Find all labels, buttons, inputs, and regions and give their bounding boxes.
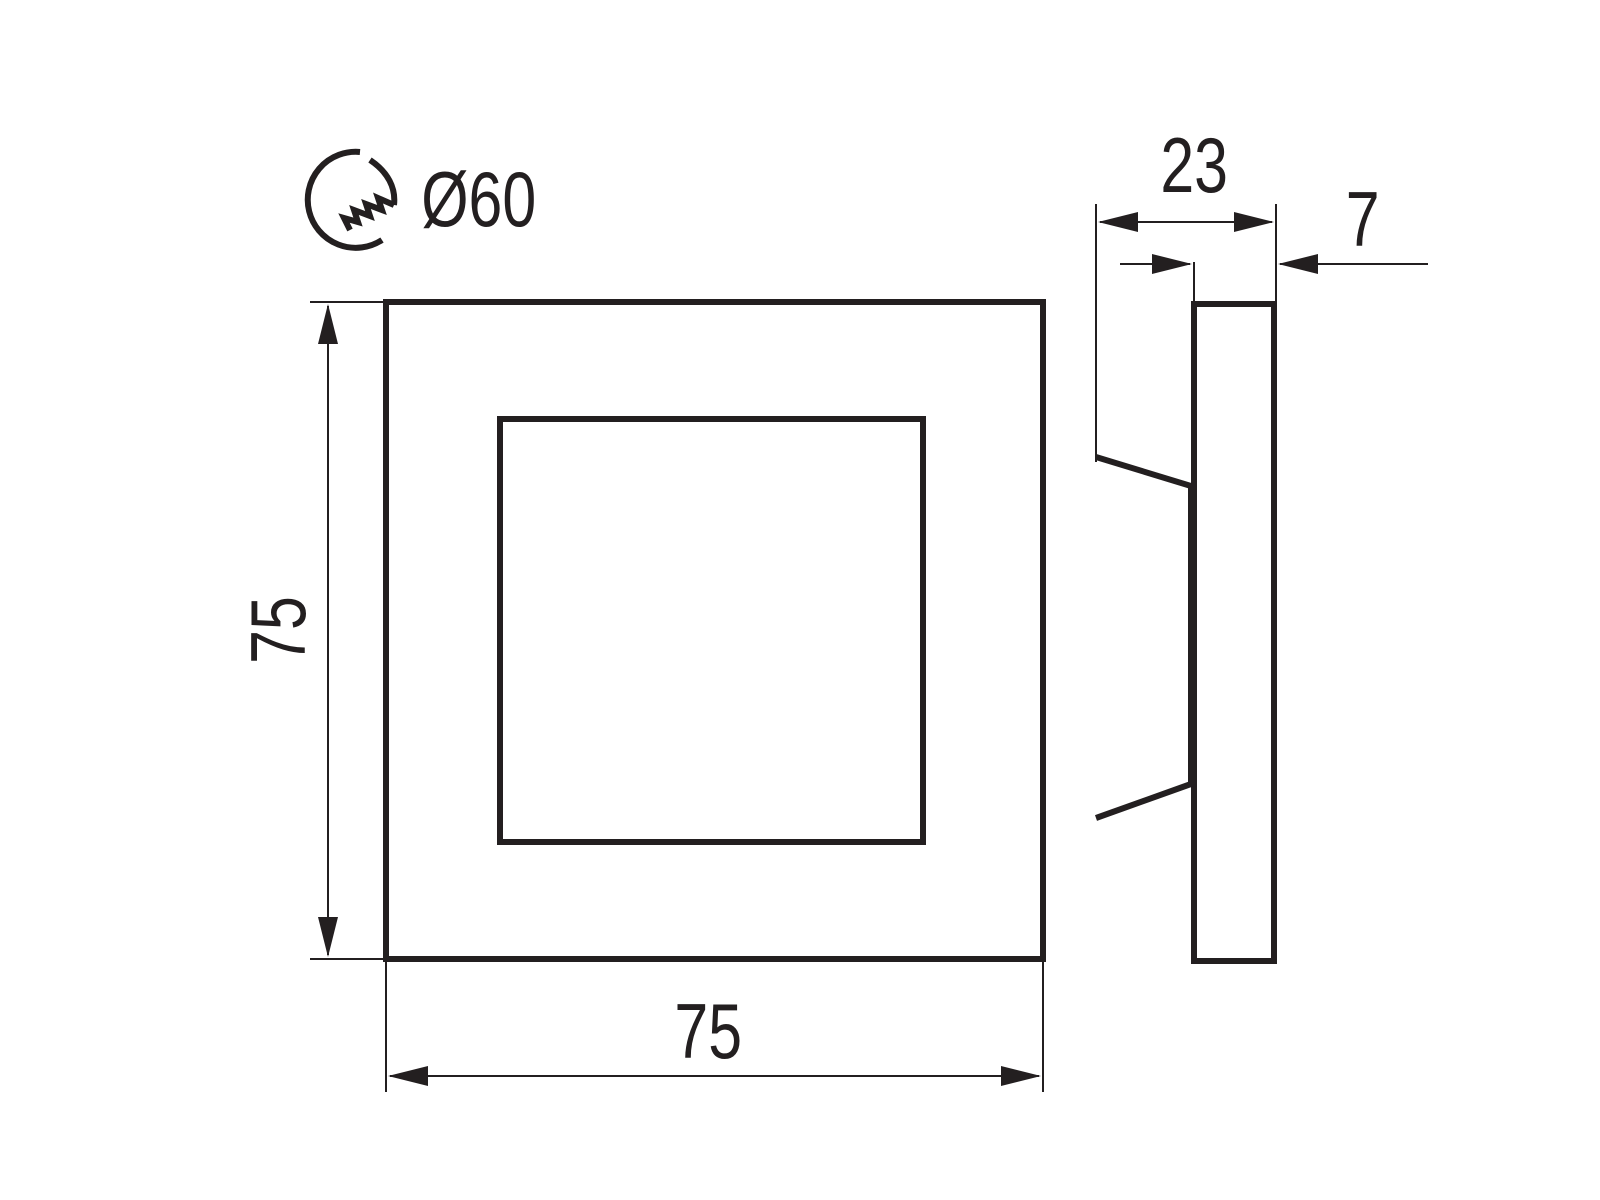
outer-frame [383,299,1046,962]
plate-thickness-value: 7 [1346,176,1380,263]
depth-dimension: 23 [1098,122,1274,232]
front-view [383,299,1046,962]
side-view [1094,204,1277,964]
plate-thickness-dimension: 7 [1120,176,1428,274]
inner-window [497,416,926,845]
height-dimension: 75 [235,301,386,960]
cutout-diameter-label: Ø60 [421,156,536,243]
height-value: 75 [235,596,322,664]
width-dimension: 75 [385,959,1044,1092]
ceiling-cutout-icon [304,148,398,251]
width-value: 75 [674,988,742,1075]
depth-value: 23 [1160,122,1228,209]
cutout-diameter-text: Ø60 [421,156,536,243]
side-plate [1191,301,1277,964]
